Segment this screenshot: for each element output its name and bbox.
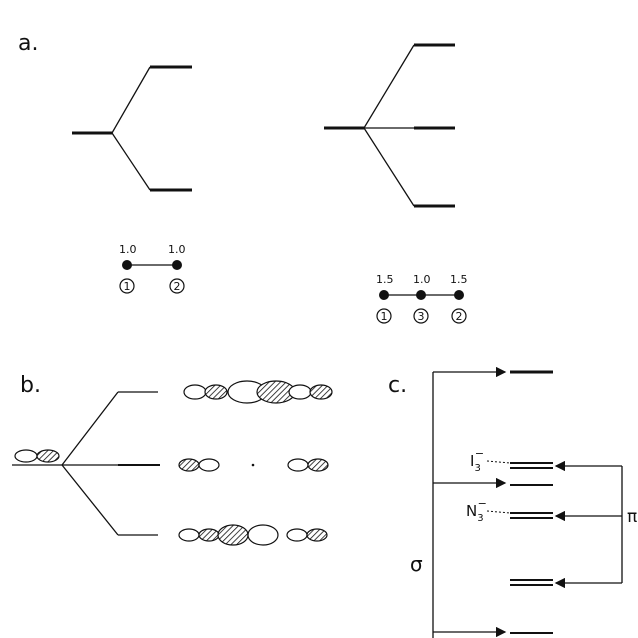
atom-number-circle <box>451 308 467 324</box>
svg-text:I3−: I3− <box>470 447 484 474</box>
i3-level-pair <box>510 462 553 469</box>
diatomic-chain: 1.0 1.0 1 2 <box>119 243 186 294</box>
n3-anion-label: N3− <box>466 497 511 524</box>
triatomic-correlation-line-down <box>363 127 415 207</box>
coefficient-label: 1.5 <box>376 273 394 286</box>
atom-number: 1 <box>124 280 131 293</box>
correlation-line-down <box>61 464 119 536</box>
pi-label: π <box>627 507 637 527</box>
atom-number: 1 <box>381 310 388 323</box>
atom-number: 2 <box>174 280 181 293</box>
panel-a: a. 1.0 1.0 1 2 <box>18 31 468 324</box>
panel-c-label: c. <box>388 373 407 398</box>
panel-b-label: b. <box>20 373 41 398</box>
coefficient-label: 1.0 <box>168 243 186 256</box>
i3-anion-label: I3− <box>470 447 511 474</box>
atom-number-circle <box>413 308 429 324</box>
nonbonding-orbital-icon <box>178 458 329 472</box>
atom-number-circle <box>169 278 185 294</box>
svg-text:N3−: N3− <box>466 497 487 524</box>
sigma-label: σ <box>410 552 423 576</box>
atom-number: 3 <box>418 310 425 323</box>
atom-dot <box>379 290 389 300</box>
diatomic-correlation-line-up <box>111 66 151 134</box>
atom-dot <box>172 260 182 270</box>
atom-number-circle <box>119 278 135 294</box>
n3-level-pair <box>510 512 553 519</box>
atom-dot <box>122 260 132 270</box>
coefficient-label: 1.0 <box>119 243 137 256</box>
panel-b: b. <box>12 373 333 546</box>
correlation-line-up <box>61 391 119 466</box>
panel-a-label: a. <box>18 31 38 56</box>
atom-number-circle <box>376 308 392 324</box>
antibonding-orbital-icon <box>183 380 333 404</box>
pi-level-pair <box>510 579 553 586</box>
triatomic-chain: 1.5 1.0 1.5 1 3 2 <box>376 273 468 324</box>
triatomic-correlation-line-up <box>363 44 415 129</box>
diatomic-splitting <box>72 65 192 192</box>
atom-dot <box>454 290 464 300</box>
atom-number: 2 <box>456 310 463 323</box>
diatomic-correlation-line-down <box>111 132 151 191</box>
triatomic-splitting <box>324 43 455 208</box>
atom-dot <box>416 290 426 300</box>
bonding-orbital-icon <box>178 524 328 546</box>
coefficient-label: 1.0 <box>413 273 431 286</box>
panel-c: c. σ I3− N3− <box>388 366 637 638</box>
coefficient-label: 1.5 <box>450 273 468 286</box>
initial-p-orbital-icon <box>14 449 60 463</box>
